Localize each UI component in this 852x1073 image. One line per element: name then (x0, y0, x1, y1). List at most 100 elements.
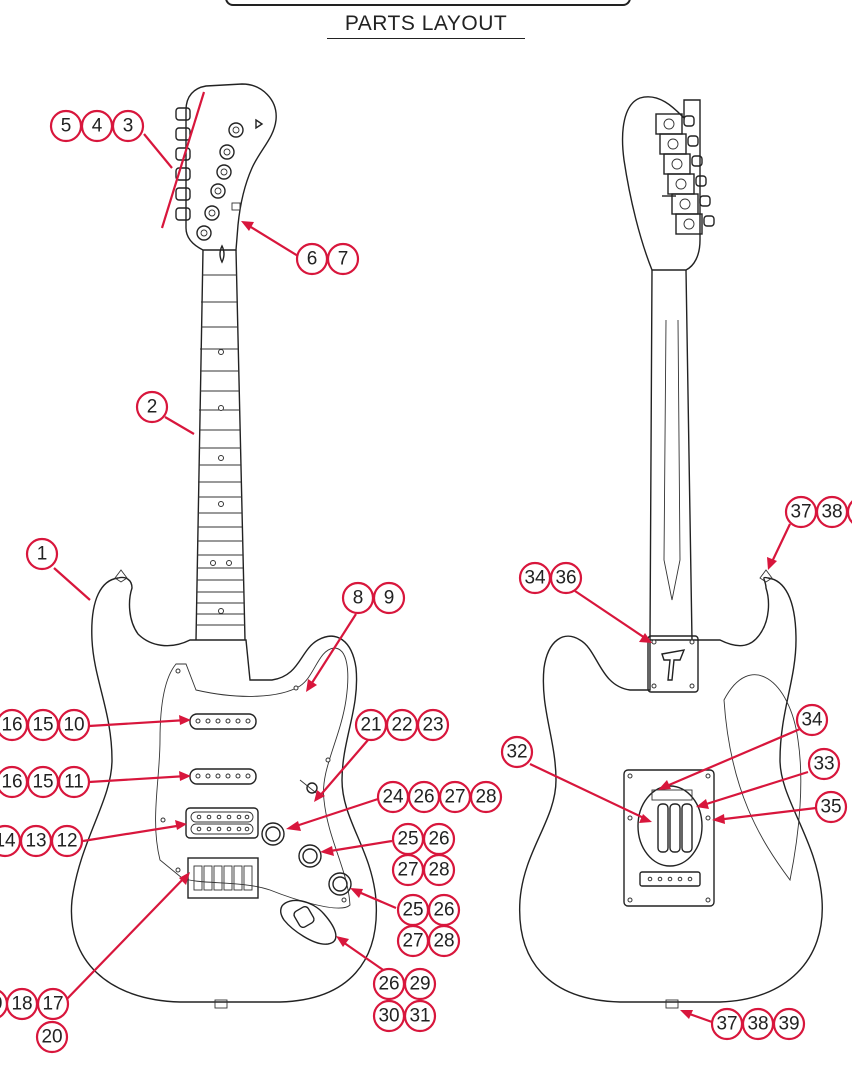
svg-text:30: 30 (378, 1006, 399, 1027)
svg-text:5: 5 (61, 116, 72, 137)
svg-text:4: 4 (92, 116, 103, 137)
svg-text:34: 34 (801, 710, 823, 731)
svg-text:29: 29 (409, 974, 430, 995)
svg-text:6: 6 (307, 249, 318, 270)
callout-bubble: 5 (49, 109, 83, 143)
svg-text:27: 27 (402, 931, 423, 952)
svg-text:8: 8 (353, 588, 364, 609)
page-title: PARTS LAYOUT (0, 12, 852, 39)
svg-text:14: 14 (0, 831, 16, 852)
callout-bubble: 26 (372, 967, 406, 1001)
callout-bubble: 26 (422, 822, 456, 856)
front-guitar (70, 83, 378, 1009)
leader-lines (53, 91, 817, 1024)
callout-bubble: 1 (25, 537, 59, 571)
callout-bubble: 34 (795, 703, 829, 737)
svg-text:28: 28 (433, 931, 454, 952)
back-tuners (655, 113, 715, 235)
svg-text:31: 31 (409, 1006, 430, 1027)
callout-bubble: 24 (376, 780, 410, 814)
callout-bubble: 29 (403, 967, 437, 1001)
front-headstock (185, 83, 277, 251)
svg-text:37: 37 (716, 1014, 737, 1035)
svg-text:7: 7 (338, 249, 349, 270)
svg-text:17: 17 (42, 994, 63, 1015)
svg-text:27: 27 (397, 860, 418, 881)
svg-text:27: 27 (444, 787, 465, 808)
callout-bubble: 28 (422, 853, 456, 887)
front-jack-plate (279, 899, 337, 945)
callout-bubble: 28 (469, 780, 503, 814)
callout-bubble: 9 (372, 581, 406, 615)
svg-text:26: 26 (433, 900, 454, 921)
svg-text:18: 18 (11, 994, 32, 1015)
callout-bubble: 20 (35, 1020, 69, 1054)
svg-text:9: 9 (384, 588, 395, 609)
back-neck (649, 269, 693, 641)
svg-text:28: 28 (428, 860, 449, 881)
svg-text:38: 38 (821, 502, 842, 523)
callout-bubble: 22 (385, 708, 419, 742)
svg-text:24: 24 (382, 787, 404, 808)
svg-text:19: 19 (0, 994, 3, 1015)
front-body (70, 576, 378, 1003)
back-headstock (621, 96, 701, 271)
callout-bubble: 11 (57, 765, 91, 799)
svg-text:28: 28 (475, 787, 496, 808)
svg-text:26: 26 (413, 787, 434, 808)
svg-text:20: 20 (41, 1027, 62, 1048)
callout-bubble: 28 (427, 924, 461, 958)
svg-text:12: 12 (56, 831, 77, 852)
callout-bubble: 31 (403, 999, 437, 1033)
callout-bubble: 16 (0, 765, 29, 799)
svg-text:37: 37 (790, 502, 811, 523)
callout-bubble: 12 (50, 824, 84, 858)
callout-bubble: 37 (710, 1007, 744, 1041)
svg-text:23: 23 (422, 715, 443, 736)
front-pickups (185, 713, 259, 839)
callout-bubble: 3 (111, 109, 145, 143)
svg-text:13: 13 (25, 831, 46, 852)
callout-bubble: 4 (80, 109, 114, 143)
back-body (518, 576, 823, 1003)
svg-text:33: 33 (813, 754, 834, 775)
svg-text:38: 38 (747, 1014, 768, 1035)
callout-bubble: 7 (326, 242, 360, 276)
svg-text:35: 35 (820, 797, 841, 818)
callout-bubble: 14 (0, 824, 22, 858)
back-guitar (518, 96, 823, 1009)
callout-bubble: 10 (57, 708, 91, 742)
svg-text:3: 3 (123, 116, 134, 137)
callout-bubble: 6 (295, 242, 329, 276)
callout-bubble: 13 (19, 824, 53, 858)
callout-bubble: 26 (407, 780, 441, 814)
back-tremolo-cover (623, 769, 715, 907)
back-neck-plate (647, 635, 699, 693)
front-pickguard (155, 647, 351, 909)
callout-bubble: 23 (416, 708, 450, 742)
callout-bubble: 18 (5, 987, 39, 1021)
svg-text:25: 25 (397, 829, 418, 850)
front-controls (261, 779, 352, 896)
callout-bubble: 25 (391, 822, 425, 856)
callout-bubble: 30 (372, 999, 406, 1033)
callout-bubble: 8 (341, 581, 375, 615)
callout-bubble: 15 (26, 708, 60, 742)
svg-text:15: 15 (32, 715, 53, 736)
svg-text:15: 15 (32, 772, 53, 793)
callout-bubble: 16 (0, 708, 29, 742)
svg-text:16: 16 (1, 715, 22, 736)
callout-bubble: 36 (549, 561, 583, 595)
svg-text:32: 32 (506, 742, 527, 763)
callout-bubble: 33 (807, 747, 841, 781)
svg-text:1: 1 (37, 544, 48, 565)
svg-text:36: 36 (555, 568, 576, 589)
callout-bubble: 27 (396, 924, 430, 958)
callout-bubble: 17 (36, 987, 70, 1021)
svg-text:21: 21 (360, 715, 381, 736)
front-tuners (175, 107, 264, 264)
callout-bubbles: 5 4 3 6 7 2 1 8 9 16 15 10 16 15 11 14 1… (0, 109, 852, 1054)
svg-text:16: 16 (1, 772, 22, 793)
callout-bubble: 15 (26, 765, 60, 799)
svg-text:34: 34 (524, 568, 546, 589)
